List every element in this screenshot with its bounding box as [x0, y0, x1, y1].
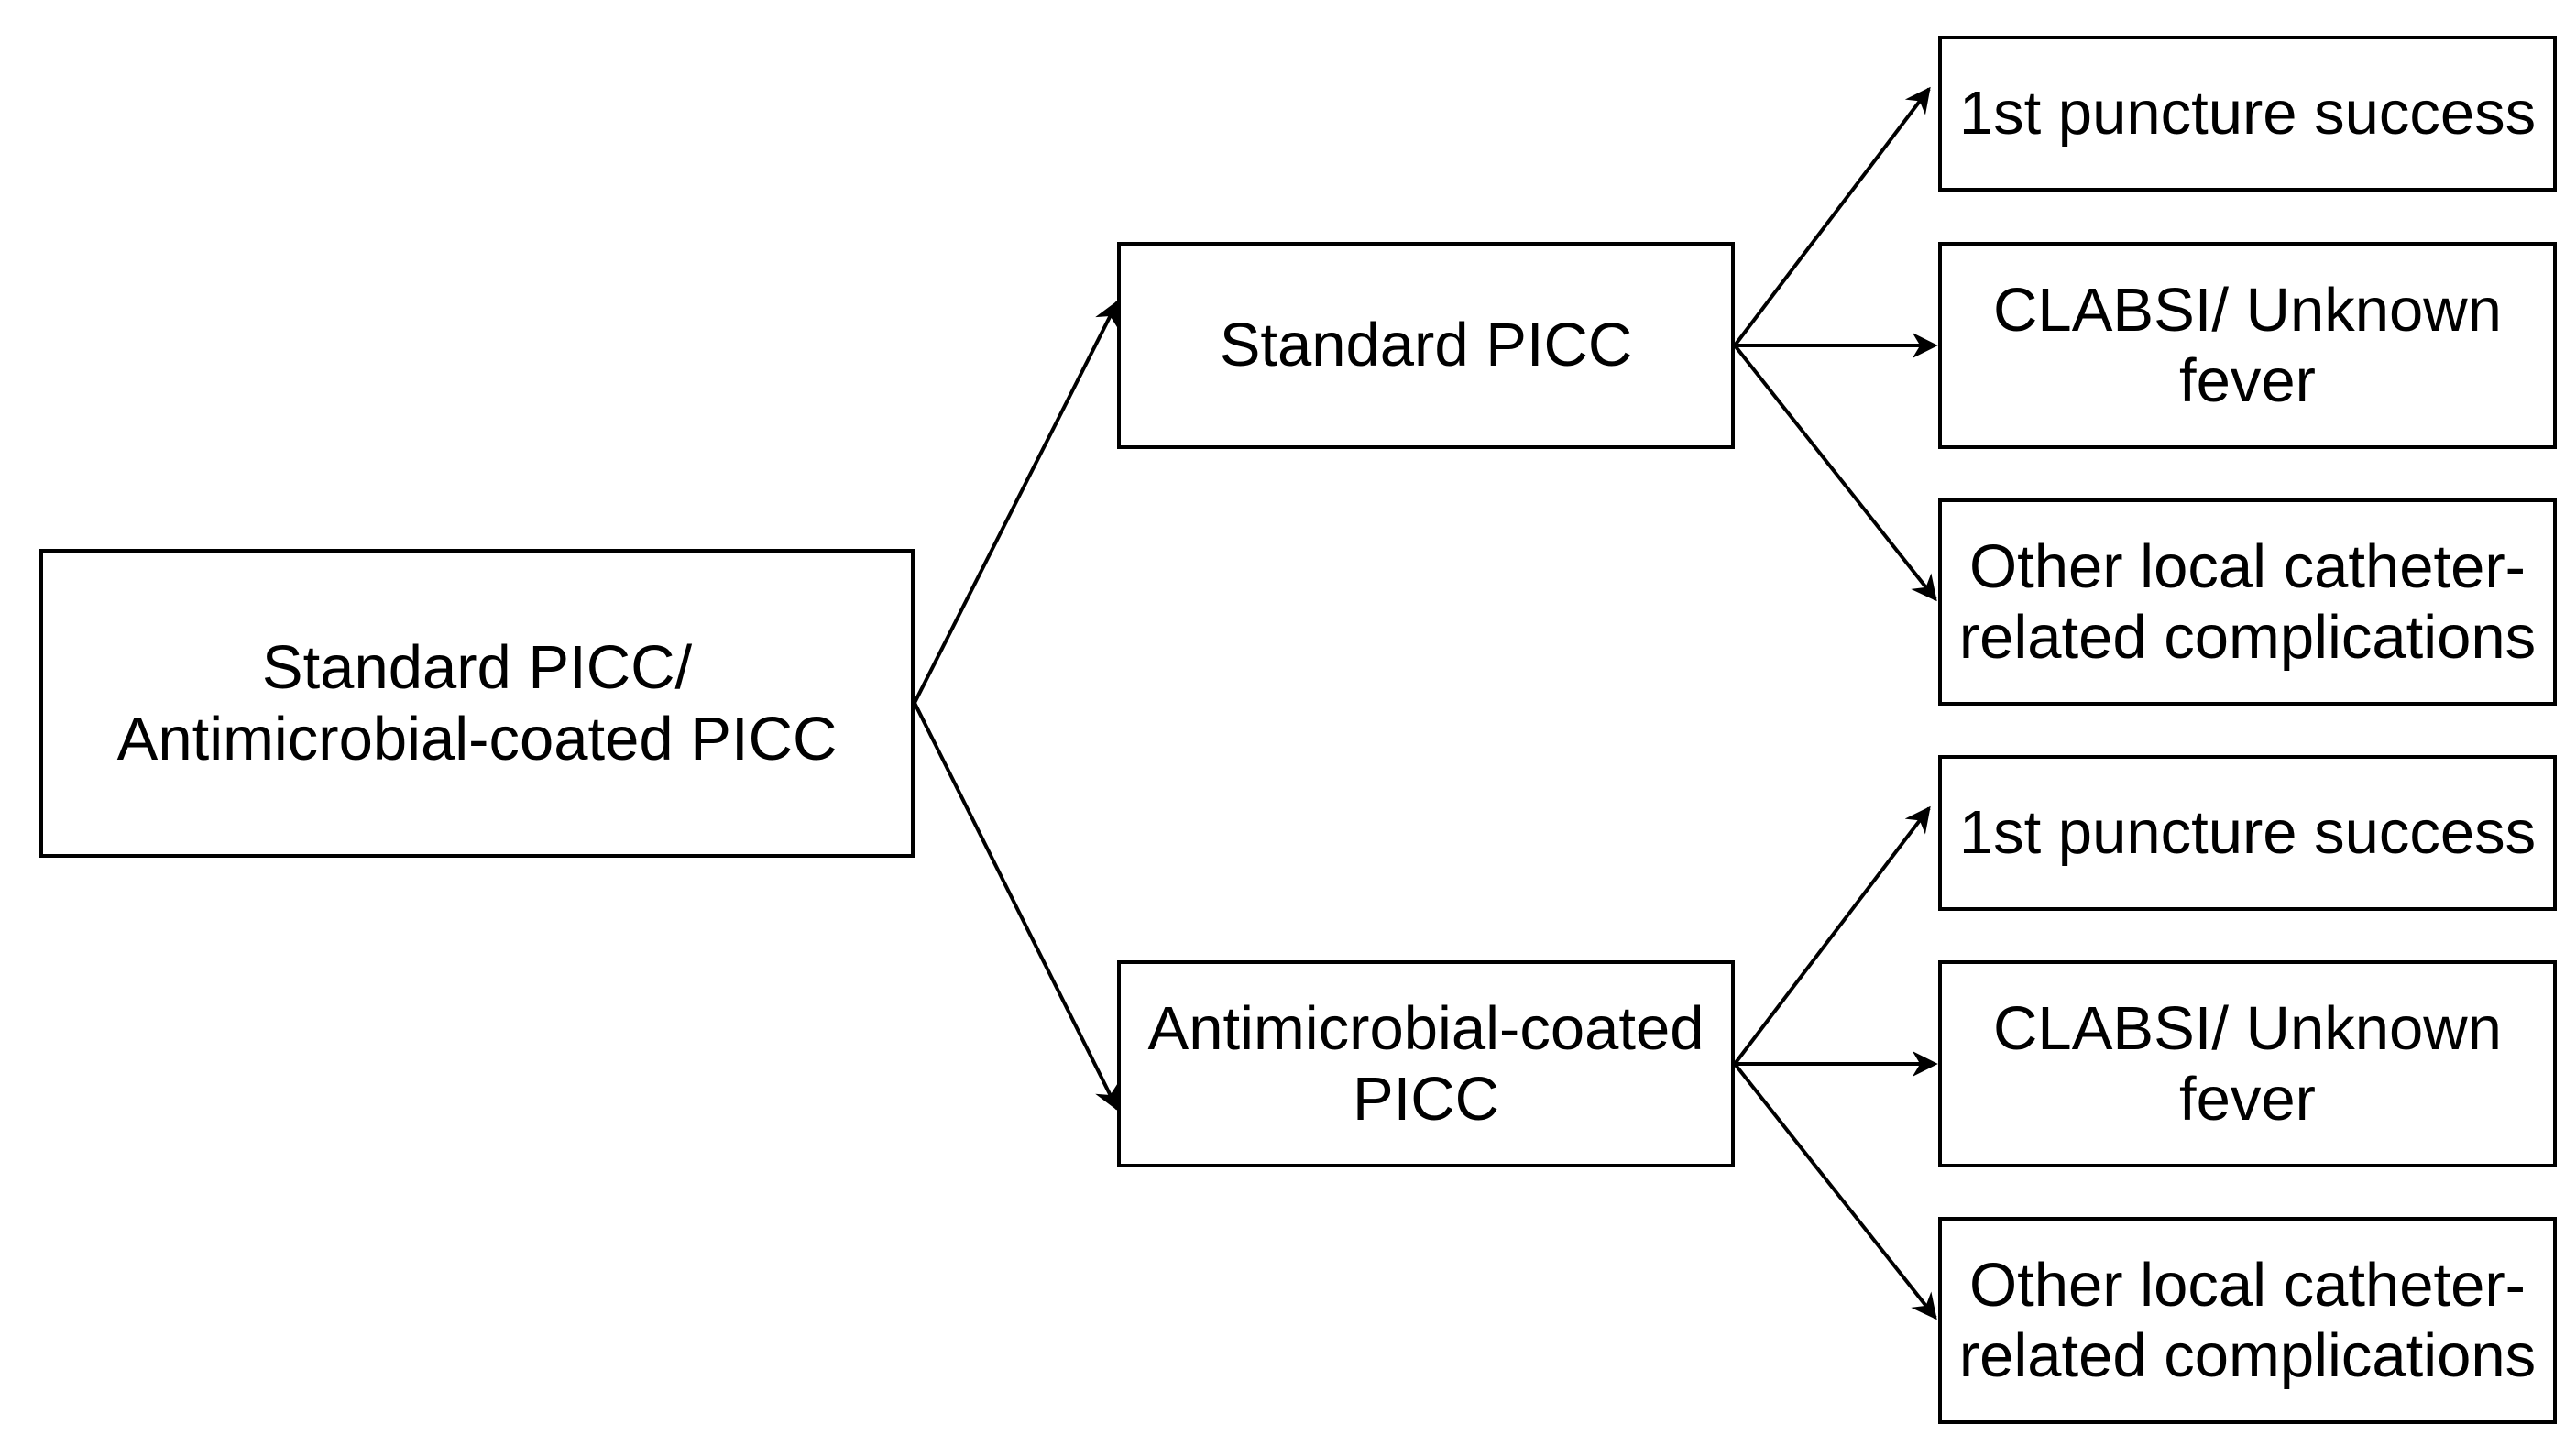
outcome-node-antimicrobial-puncture-success: 1st puncture success [1938, 755, 2557, 911]
branch-node-label: Antimicrobial-coated PICC [1147, 993, 1705, 1134]
arrow-standard-to-puncture [1733, 86, 1931, 347]
outcome-node-antimicrobial-complications: Other local catheter- related complicati… [1938, 1217, 2557, 1424]
outcome-node-label: Other local catheter- related complicati… [1958, 1250, 2537, 1390]
outcome-node-label: 1st puncture success [1958, 79, 2537, 148]
arrow-standard-to-complications [1733, 344, 1937, 602]
outcome-node-label: CLABSI/ Unknown fever [1993, 275, 2502, 415]
branch-node-label: Standard PICC [1219, 311, 1633, 380]
outcome-node-antimicrobial-clabsi: CLABSI/ Unknown fever [1938, 960, 2557, 1167]
arrow-root-to-antimicrobial [913, 702, 1119, 1112]
outcome-node-label: CLABSI/ Unknown fever [1993, 993, 2502, 1134]
branch-node-antimicrobial-coated-picc: Antimicrobial-coated PICC [1117, 960, 1735, 1167]
outcome-node-label: Other local catheter- related complicati… [1958, 531, 2537, 672]
arrow-antimicrobial-to-complications [1733, 1062, 1937, 1320]
outcome-node-label: 1st puncture success [1958, 798, 2537, 868]
root-node: Standard PICC/ Antimicrobial-coated PICC [39, 549, 915, 858]
outcome-node-standard-clabsi: CLABSI/ Unknown fever [1938, 242, 2557, 449]
outcome-node-standard-puncture-success: 1st puncture success [1938, 36, 2557, 192]
arrow-root-to-standard [913, 300, 1119, 704]
outcome-node-standard-complications: Other local catheter- related complicati… [1938, 498, 2557, 706]
arrow-antimicrobial-to-puncture [1733, 805, 1931, 1066]
root-node-label: Standard PICC/ Antimicrobial-coated PICC [116, 633, 838, 773]
branch-node-standard-picc: Standard PICC [1117, 242, 1735, 449]
